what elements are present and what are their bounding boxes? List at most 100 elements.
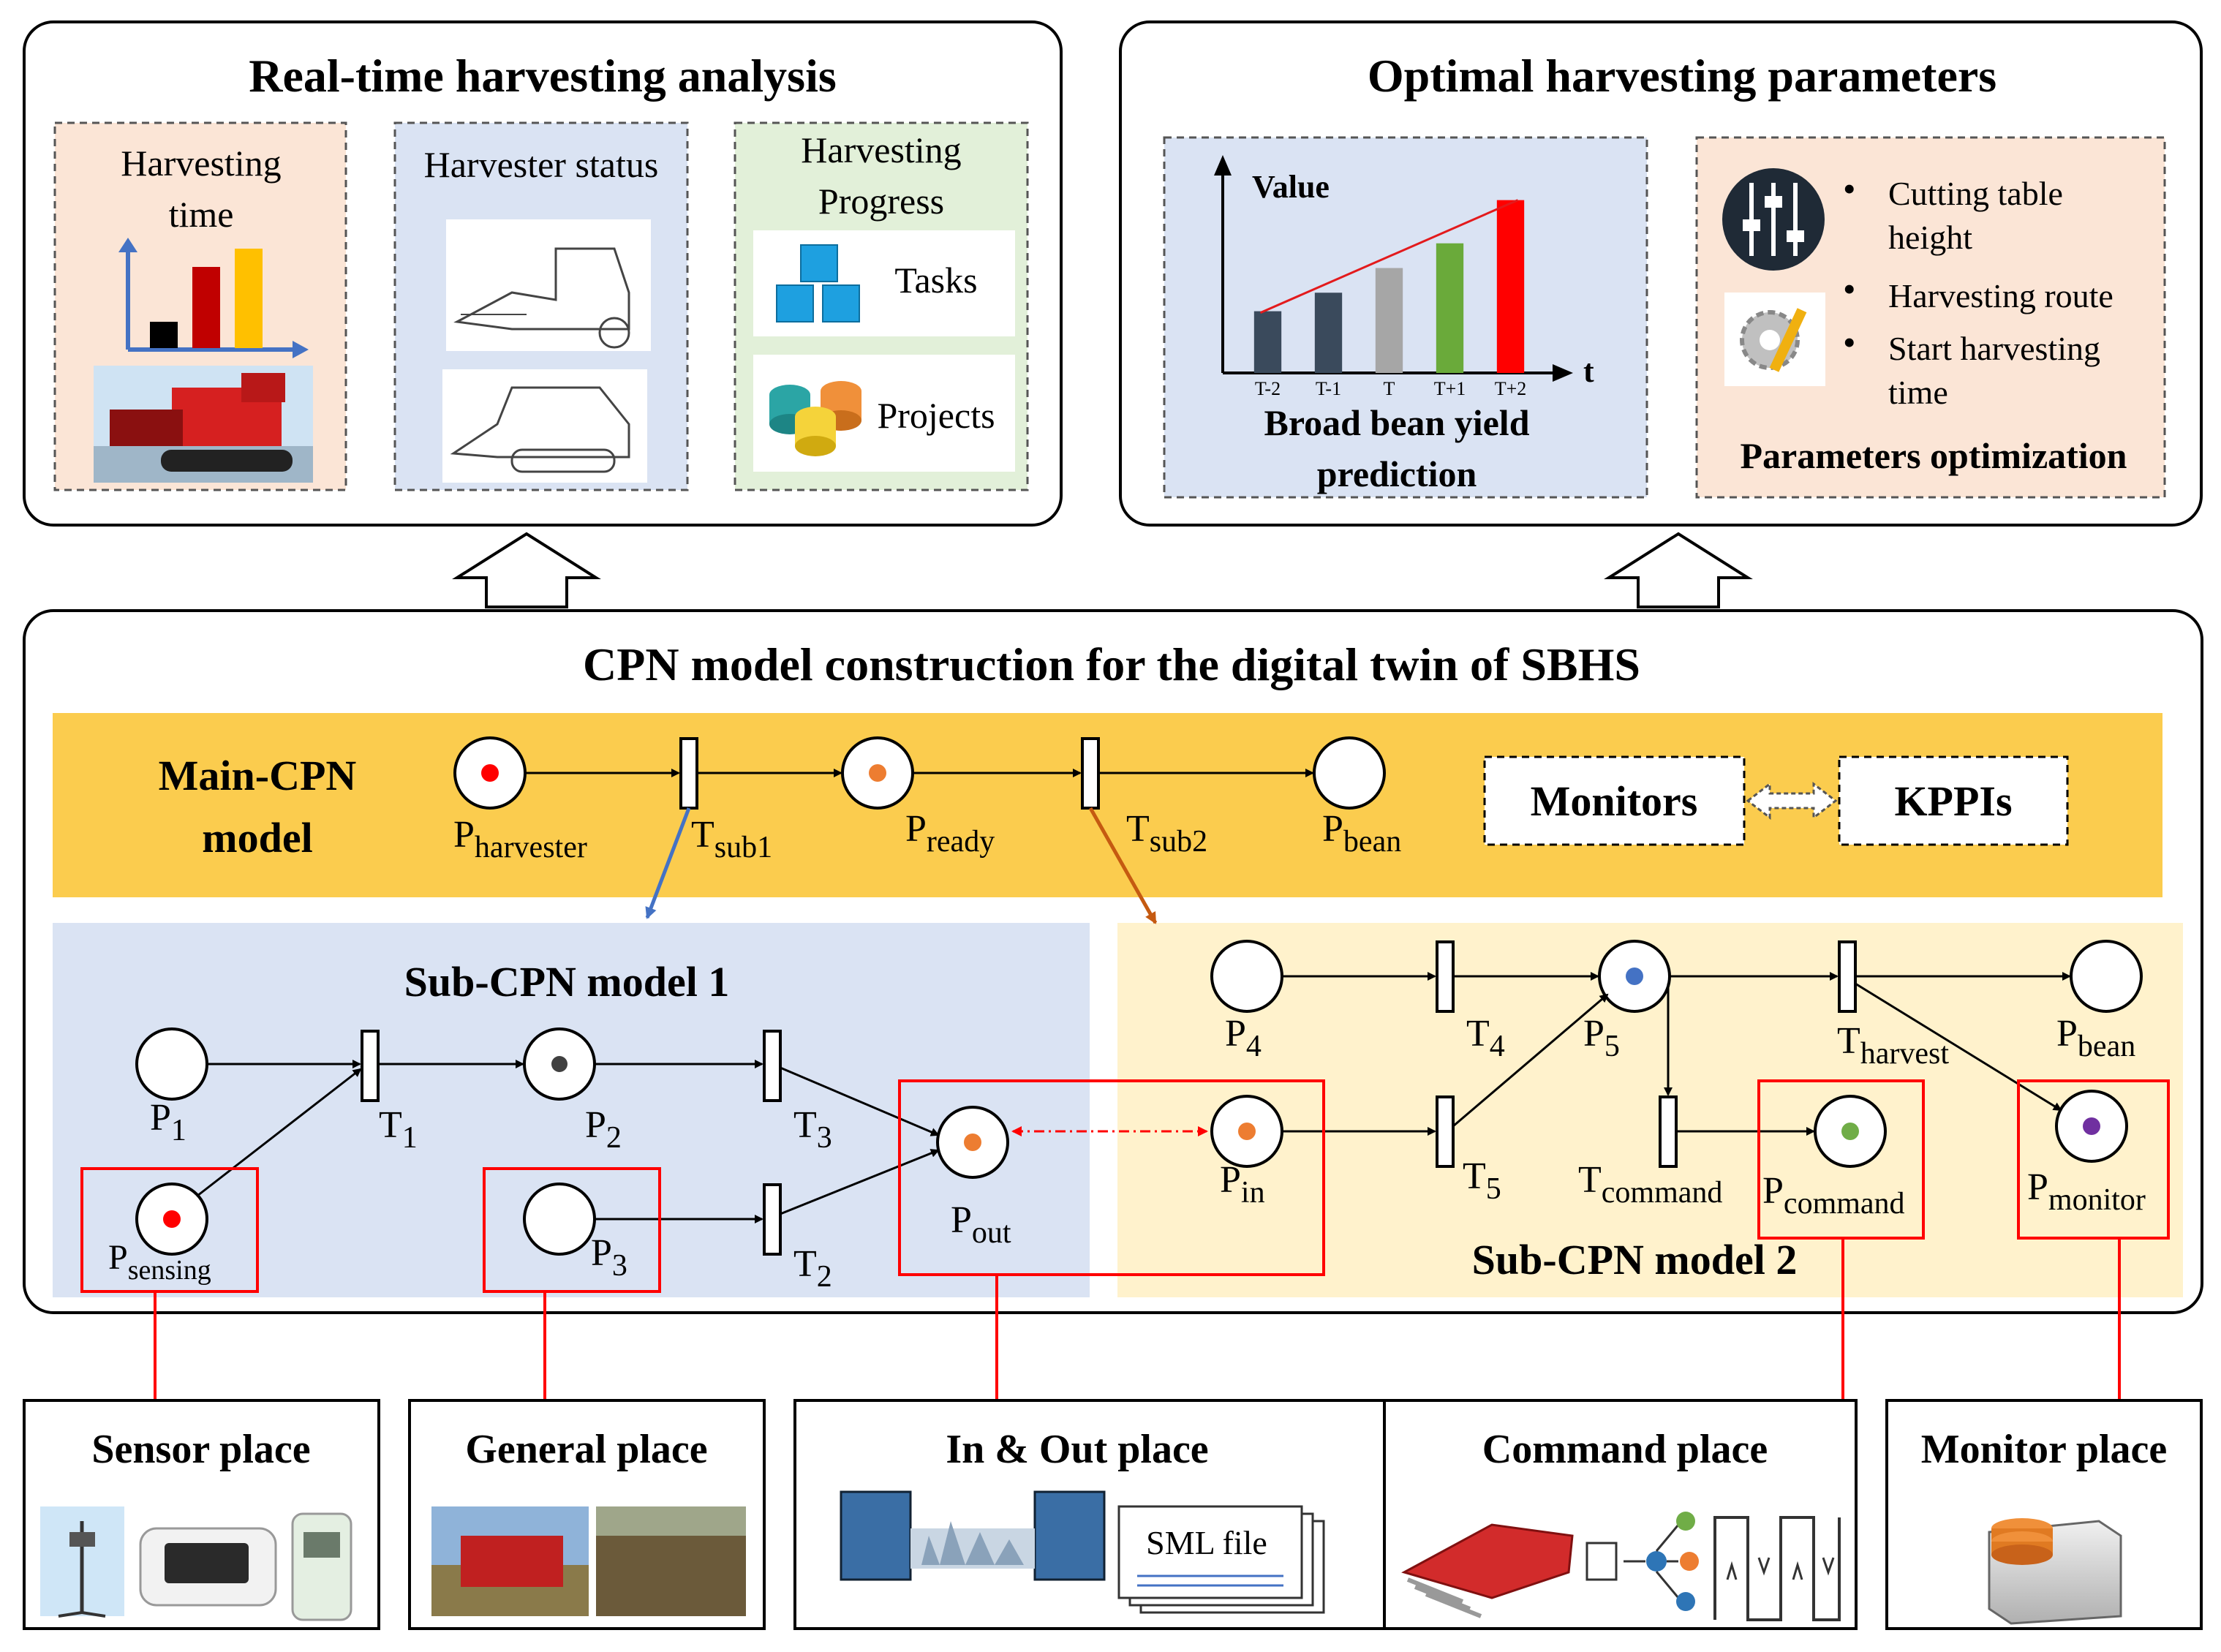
label-p-bean-sub: Pbean xyxy=(2056,1013,2135,1063)
chart-bar-1 xyxy=(1314,293,1343,373)
harvesting-time-label-2: time xyxy=(169,194,234,235)
harvester-sketch-1 xyxy=(446,219,651,351)
arc-psensing-t1 xyxy=(197,1068,362,1197)
label-p-command: Pcommand xyxy=(1762,1170,1905,1221)
chart-trend-line xyxy=(1259,199,1519,314)
kppis-box xyxy=(1838,755,2069,846)
route-pattern-icon xyxy=(1713,1516,1841,1621)
monitor-place-box: Monitor place xyxy=(1885,1399,2203,1630)
param-cutting-1: Cutting table xyxy=(1888,175,2063,212)
sml-file-icon: SML file xyxy=(1117,1505,1325,1614)
sensor-place-label: Sensor place xyxy=(91,1427,310,1472)
transition-tcommand xyxy=(1659,1095,1678,1168)
double-arrow-icon xyxy=(1746,781,1838,821)
monitor-place-label: Monitor place xyxy=(1921,1427,2167,1472)
chart-tick-4: T+2 xyxy=(1495,378,1527,399)
cpn-title: CPN model construction for the digital t… xyxy=(583,638,1640,690)
label-p3: P3 xyxy=(591,1232,627,1283)
bean-field-photo xyxy=(596,1506,746,1616)
arrow-tsub1-to-sub1 xyxy=(645,807,691,919)
label-t4: T4 xyxy=(1466,1013,1505,1063)
label-p-harvester: Pharvester xyxy=(453,814,587,864)
arc-t3-pout xyxy=(780,1066,940,1136)
projects-label: Projects xyxy=(877,395,995,436)
realtime-panel: Real-time harvesting analysis Harvesting… xyxy=(23,20,1063,527)
header-blade-icon xyxy=(1401,1523,1574,1618)
transition-tsub2 xyxy=(1081,737,1100,810)
harvesting-time-label-1: Harvesting xyxy=(121,143,281,184)
param-start-1: Start harvesting xyxy=(1888,330,2100,367)
chart-x-label: t xyxy=(1583,353,1594,389)
sml-file-label: SML file xyxy=(1146,1524,1267,1561)
harvesting-progress-box: Harvesting Progress Tasks Projec xyxy=(734,121,1029,491)
place-pmonitor xyxy=(2055,1090,2128,1163)
arc-tharvest-pmonitor xyxy=(1855,982,2062,1112)
gear-wrench-icon xyxy=(1724,293,1825,386)
sub-cpn-2-title: Sub-CPN model 2 xyxy=(1472,1236,1798,1283)
cpn-panel: CPN model construction for the digital t… xyxy=(23,609,2203,1314)
sub-cpn-1-title: Sub-CPN model 1 xyxy=(404,958,730,1006)
chart-x-arrow xyxy=(1553,364,1573,382)
label-t-harvest: Tharvest xyxy=(1837,1020,1949,1071)
transition-t3 xyxy=(763,1030,782,1102)
highlight-command xyxy=(1757,1079,1925,1240)
harvester-sketch-2 xyxy=(442,369,647,483)
weather-station-icon xyxy=(40,1506,124,1618)
monitors-label: Monitors xyxy=(1531,777,1698,825)
label-p5: P5 xyxy=(1583,1013,1620,1063)
chart-tick-3: T+1 xyxy=(1434,378,1466,399)
arrow-tsub2-to-sub2 xyxy=(1088,807,1158,924)
place-ready xyxy=(841,736,914,810)
monitors-box xyxy=(1483,755,1746,846)
sensor-place-box: Sensor place xyxy=(23,1399,380,1630)
params-caption: Parameters optimization xyxy=(1740,435,2127,476)
label-p-sensing: Psensing xyxy=(108,1238,211,1286)
command-place-label: Command place xyxy=(1482,1427,1768,1472)
kppis-label: KPPIs xyxy=(1894,777,2012,825)
data-exchange-icon xyxy=(840,1490,1106,1581)
data-logger-icon xyxy=(139,1527,277,1607)
label-p-bean-main: Pbean xyxy=(1322,808,1401,859)
label-t5: T5 xyxy=(1463,1155,1501,1206)
bullet-3: • xyxy=(1843,322,1856,363)
connector-lines xyxy=(154,1238,2121,1400)
place-p1 xyxy=(135,1027,208,1101)
cubes-icon xyxy=(776,244,860,323)
place-bean-main xyxy=(1313,736,1386,810)
label-p4: P4 xyxy=(1225,1013,1262,1063)
place-p2 xyxy=(523,1027,596,1101)
param-start-2: time xyxy=(1888,374,1948,411)
up-arrow-left xyxy=(452,532,601,608)
label-t-command: Tcommand xyxy=(1578,1159,1722,1210)
field-harvester-photo xyxy=(431,1506,589,1616)
harvester-status-label: Harvester status xyxy=(424,144,659,185)
transition-t4 xyxy=(1436,940,1455,1013)
command-place-box: Command place xyxy=(1383,1399,1858,1630)
place-pcommand xyxy=(1814,1095,1887,1168)
chart-tick-0: T-2 xyxy=(1255,378,1281,399)
highlight-general xyxy=(483,1167,661,1293)
inout-place-box: In & Out place SML file xyxy=(793,1399,1390,1630)
place-p3 xyxy=(523,1183,596,1256)
database-server-icon xyxy=(1988,1518,2122,1625)
highlight-inout xyxy=(898,1079,1325,1276)
label-p-in: Pin xyxy=(1220,1159,1265,1210)
main-cpn-label-1: Main-CPN xyxy=(159,752,357,799)
place-psensing xyxy=(135,1183,208,1256)
general-place-box: General place xyxy=(408,1399,766,1630)
highlight-monitor xyxy=(2017,1079,2170,1240)
param-route: Harvesting route xyxy=(1888,277,2113,314)
realtime-title: Real-time harvesting analysis xyxy=(249,50,837,102)
label-t3: T3 xyxy=(793,1104,832,1155)
param-cutting-2: height xyxy=(1888,219,1972,256)
general-place-label: General place xyxy=(465,1427,707,1472)
place-pin xyxy=(1210,1095,1283,1168)
chart-y-arrow xyxy=(1214,155,1232,176)
chart-bar-0 xyxy=(1253,311,1282,373)
main-cpn-label-2: model xyxy=(202,814,312,861)
harvester-status-box: Harvester status xyxy=(393,121,689,491)
label-t1: T1 xyxy=(379,1104,418,1155)
yield-caption-2: prediction xyxy=(1317,453,1477,494)
